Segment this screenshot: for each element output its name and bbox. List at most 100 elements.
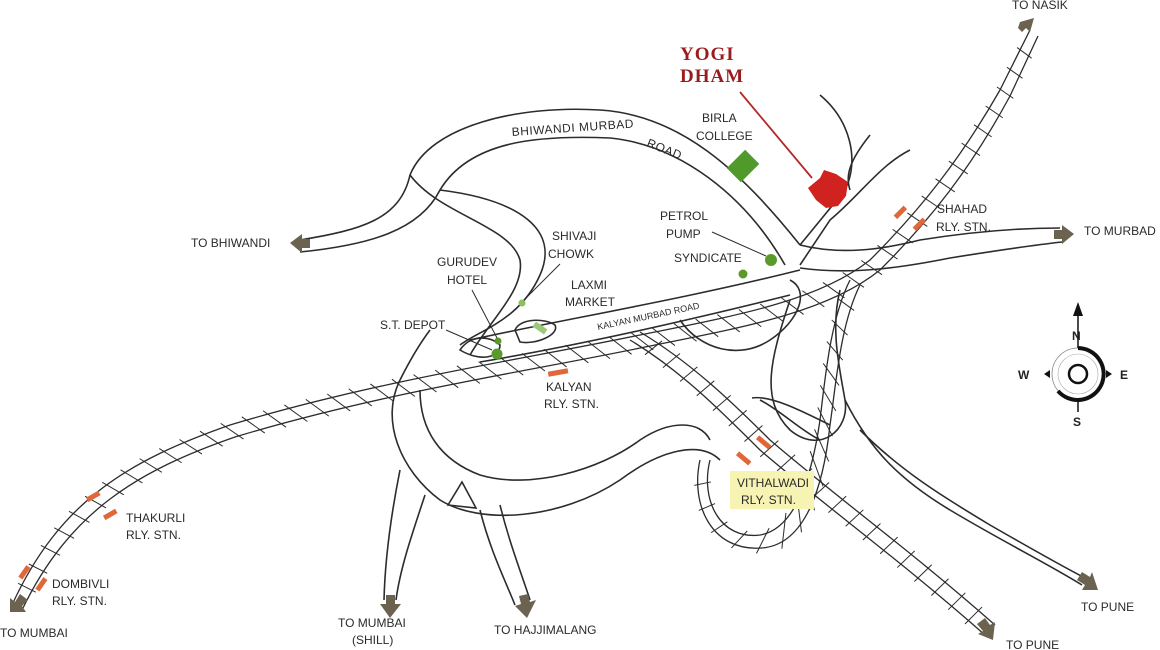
railway-tie <box>914 564 933 582</box>
railway-tie <box>862 523 881 541</box>
compass-e-label: E <box>1120 368 1128 382</box>
shivaji-chowk-marker <box>518 299 526 307</box>
yogi-dham-title-line1: YOGI <box>680 44 735 65</box>
compass-rose: N S E W <box>1018 302 1128 429</box>
railway-tie <box>781 512 787 549</box>
gurudev-hotel-label-line1: GURUDEV <box>437 255 497 269</box>
vithalwadi-station-highlight <box>730 471 814 509</box>
railway-tie <box>434 369 459 389</box>
birla-college-label-line1: BIRLA <box>702 111 737 125</box>
railway-tie <box>241 416 266 434</box>
road-central-loop <box>679 279 802 352</box>
kalyan-station-marker <box>547 368 569 377</box>
compass-center <box>1067 363 1089 385</box>
railway-tie <box>826 341 844 361</box>
road-inner-triangle <box>751 396 831 426</box>
gurudev-hotel-label-line2: HOTEL <box>447 273 487 287</box>
dombivli-station-label-line2: RLY. STN. <box>52 594 107 608</box>
railway-tie <box>673 323 697 342</box>
railway-tie <box>759 303 783 322</box>
railway-tie <box>40 544 61 556</box>
road-to-pune-right-2 <box>859 429 1086 579</box>
railway-tie <box>391 378 416 397</box>
vithalwadi-station-label-line2: RLY. STN. <box>741 493 796 507</box>
railway-tie <box>456 365 481 384</box>
kalyan-murbad-road-top <box>469 269 801 341</box>
railway-tie <box>935 178 956 193</box>
railway-tie <box>630 331 654 351</box>
to-nasik-label: TO NASIK <box>1012 0 1068 12</box>
railway-tie <box>102 481 125 496</box>
railway-tie <box>892 228 913 244</box>
railway-tie <box>199 430 223 447</box>
railway-network <box>11 29 1039 636</box>
railway-tie <box>284 404 308 422</box>
st-depot-marker <box>491 348 503 360</box>
railway-tie <box>948 160 968 175</box>
road-yogidham-right <box>847 134 871 191</box>
railway-tie <box>478 361 502 380</box>
railway-tie <box>964 606 983 625</box>
railway-tie <box>961 142 981 157</box>
railway-tie <box>694 481 712 486</box>
railway-tie <box>802 290 825 308</box>
railway-tie <box>877 245 898 260</box>
petrol-pump-label-line2: PUMP <box>666 227 701 241</box>
railway-tie <box>896 550 916 568</box>
road-sw-loop-inner <box>419 389 711 481</box>
railway-tie <box>947 592 966 611</box>
dombivli-station-label-line1: DOMBIVLI <box>52 577 109 591</box>
shahad-station-marker-2 <box>912 217 927 232</box>
railway-tie <box>348 388 373 407</box>
railway-tie <box>608 336 632 355</box>
railway-tie <box>28 563 48 574</box>
road-to-hajjimalang-2 <box>499 504 531 601</box>
vithalwadi-station-label-line1: VITHALWADI <box>737 476 809 490</box>
railway-tie <box>305 398 330 417</box>
railway-tie <box>731 530 748 549</box>
railway-tie <box>710 521 728 534</box>
railway-tie <box>776 454 796 472</box>
railway-tie <box>860 260 883 276</box>
railway-tie <box>262 410 287 428</box>
arrow-to-mumbai-shill <box>380 595 401 618</box>
thakurli-station-marker-2 <box>102 508 118 521</box>
kalyan-murbad-road-bottom <box>479 294 791 363</box>
road-to-pune-right-1 <box>844 399 1083 586</box>
railway-tie <box>756 527 770 554</box>
road-to-murbad-top <box>799 227 1061 252</box>
railway-tie <box>814 429 830 462</box>
railway-tie <box>759 440 779 458</box>
railway-tie <box>973 124 992 138</box>
railway-tie <box>822 282 845 299</box>
petrol-pump-marker <box>765 254 777 266</box>
laxmi-market-label-line2: MARKET <box>565 295 616 309</box>
road-to-hajjimalang-1 <box>479 509 516 606</box>
railway-tie <box>809 450 824 487</box>
shahad-station-label-line2: RLY. STN. <box>936 220 991 234</box>
road-to-mumbai-shill-1 <box>383 469 401 601</box>
railway-tie <box>842 272 865 288</box>
gurudev-hotel-marker <box>494 337 502 345</box>
yogi-dham-location-shape <box>808 170 848 208</box>
railway-tie <box>837 298 855 311</box>
road-to-mumbai-shill-2 <box>395 494 426 601</box>
to-pune-right-label: TO PUNE <box>1081 600 1134 614</box>
railway-tie <box>68 510 90 523</box>
railway-tie <box>996 86 1014 99</box>
to-pune-bottom-label: TO PUNE <box>1006 638 1059 650</box>
dombivli-station-marker-1 <box>18 565 31 580</box>
railway-tie <box>738 309 762 328</box>
railway-tie <box>781 297 804 315</box>
compass-arc <box>1056 346 1106 402</box>
thakurli-station-label-line2: RLY. STN. <box>126 528 181 542</box>
arrow-to-nasik <box>1018 18 1034 32</box>
road-yogidham-bottom <box>799 149 911 266</box>
railway-tie <box>744 425 763 442</box>
road-to-murbad-bottom <box>799 241 1063 272</box>
birla-college-label-line2: COLLEGE <box>696 129 753 143</box>
road-east-inner <box>759 399 821 441</box>
railway-tie <box>543 348 567 368</box>
railway-tie <box>810 482 830 500</box>
